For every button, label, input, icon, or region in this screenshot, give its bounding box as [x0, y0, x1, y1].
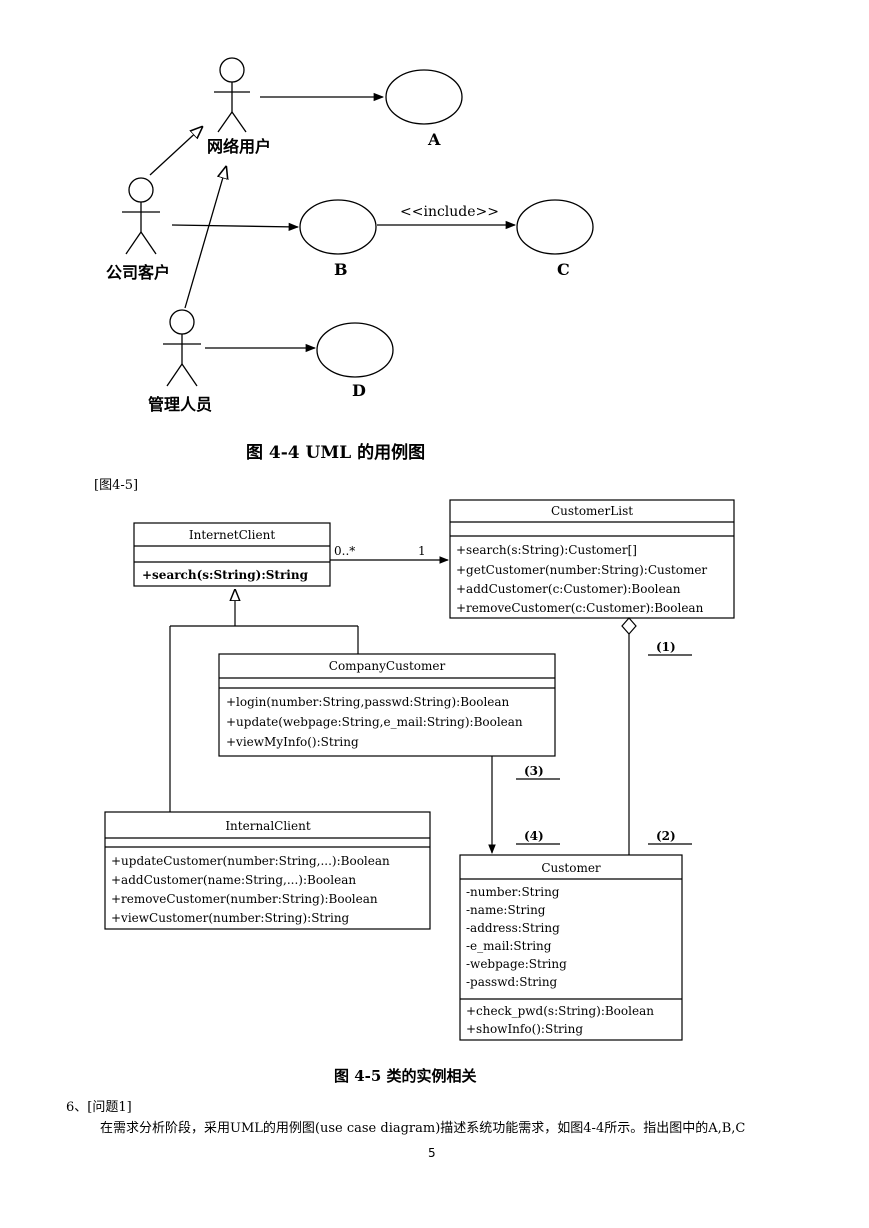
- customer-list-op-3: +addCustomer(c:Customer):Boolean: [456, 582, 681, 596]
- actor-label-company-customer: 公司客户: [106, 263, 170, 282]
- internal-client-op-1: +updateCustomer(number:String,...):Boole…: [111, 854, 390, 868]
- customer-list-op-2: +getCustomer(number:String):Customer: [456, 563, 707, 577]
- customer-list-op-4: +removeCustomer(c:Customer):Boolean: [456, 601, 704, 615]
- question-body: 在需求分析阶段，采用UML的用例图(use case diagram)描述系统功…: [100, 1121, 746, 1136]
- customer-attr-2: -name:String: [466, 903, 546, 917]
- customer-op-1: +check_pwd(s:String):Boolean: [466, 1004, 654, 1018]
- usecase-c: [516, 199, 594, 255]
- usecase-label-a: A: [427, 130, 441, 149]
- class-company-customer: [218, 653, 556, 757]
- customer-attr-6: -passwd:String: [466, 975, 558, 989]
- usecase-caption: 图 4-4 UML 的用例图: [246, 442, 425, 463]
- question-title: 6、[问题1]: [66, 1100, 132, 1115]
- customer-attr-1: -number:String: [466, 885, 560, 899]
- company-customer-op-1: +login(number:String,passwd:String):Bool…: [226, 695, 510, 709]
- usecase-label-b: B: [334, 260, 348, 279]
- class-customer-list: [449, 499, 735, 619]
- actor-label-administrator: 管理人员: [148, 395, 212, 414]
- internal-client-name: InternalClient: [225, 819, 311, 833]
- company-customer-op-2: +update(webpage:String,e_mail:String):Bo…: [226, 715, 523, 729]
- include-stereotype: <<include>>: [400, 204, 499, 220]
- multiplicity-one: 1: [418, 544, 426, 558]
- usecase-a: [385, 69, 463, 125]
- usecase-d: [316, 322, 394, 378]
- internet-client-op-1: +search(s:String):String: [142, 568, 309, 582]
- company-customer-name: CompanyCustomer: [329, 659, 446, 673]
- actor-label-network-user: 网络用户: [207, 137, 271, 156]
- class-diagram-caption: 图 4-5 类的实例相关: [334, 1067, 477, 1085]
- figure-label: [图4-5]: [94, 478, 139, 493]
- blank-1: (1): [656, 640, 676, 654]
- multiplicity-many: 0..*: [334, 544, 355, 558]
- actor-company-customer-icon: [122, 177, 160, 255]
- internal-client-op-4: +viewCustomer(number:String):String: [111, 911, 350, 925]
- class-internal-client: [104, 811, 431, 930]
- usecase-label-d: D: [352, 381, 366, 400]
- blank-3: (3): [524, 764, 544, 778]
- usecase-label-c: C: [557, 260, 570, 279]
- page-number: 5: [428, 1146, 436, 1160]
- usecase-diagram: [122, 57, 594, 387]
- customer-list-name: CustomerList: [551, 504, 633, 518]
- gen-company-network: [149, 127, 202, 176]
- usecase-b: [299, 199, 377, 255]
- blank-4: (4): [524, 829, 544, 843]
- blank-2: (2): [656, 829, 676, 843]
- customer-attr-3: -address:String: [466, 921, 560, 935]
- customer-list-op-1: +search(s:String):Customer[]: [456, 543, 637, 557]
- company-customer-op-3: +viewMyInfo():String: [226, 735, 359, 749]
- customer-name: Customer: [541, 861, 601, 875]
- customer-attr-4: -e_mail:String: [466, 939, 552, 953]
- class-customer: [459, 854, 683, 1041]
- actor-administrator-icon: [163, 309, 201, 387]
- assoc-company-b: [171, 222, 300, 232]
- internet-client-name: InternetClient: [189, 528, 275, 542]
- class-internet-client: [133, 522, 331, 587]
- aggregation-diamond-icon: [621, 617, 637, 635]
- gen-admin-network: [184, 167, 226, 309]
- actor-network-user-icon: [214, 57, 250, 133]
- internal-client-op-2: +addCustomer(name:String,...):Boolean: [111, 873, 356, 887]
- customer-attr-5: -webpage:String: [466, 957, 567, 971]
- class-diagram-lines: [104, 499, 735, 1041]
- internal-client-op-3: +removeCustomer(number:String):Boolean: [111, 892, 378, 906]
- customer-op-2: +showInfo():String: [466, 1022, 583, 1036]
